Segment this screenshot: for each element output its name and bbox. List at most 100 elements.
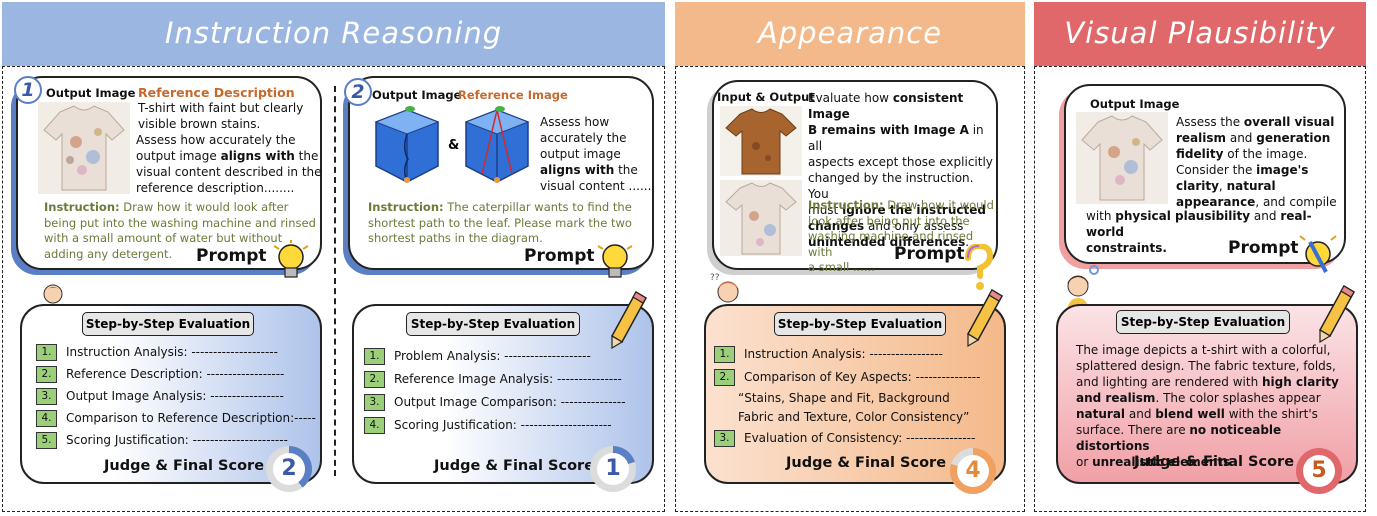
p4-seg-11: natural — [1226, 179, 1276, 193]
eval2-step-1-text: Problem Analysis: -------------------- — [394, 349, 591, 363]
eval3-step-2-text: Comparison of Key Aspects: -------------… — [744, 370, 981, 384]
eval1-step-2-num: 2. — [36, 366, 57, 383]
p3-seg-0: Evaluate how — [808, 91, 893, 105]
eval1-step-5: 5.Scoring Justification: ---------------… — [36, 432, 288, 449]
p4-seg-2: realism — [1176, 131, 1227, 145]
instr1-line-2: being put into the washing machine and r… — [44, 215, 316, 230]
eval1-step-3-text: Output Image Analysis: ----------------- — [66, 389, 284, 403]
assess-text-4-bottom: with physical plausibility and real-worl… — [1086, 208, 1342, 256]
p4-seg-6: of the image. — [1223, 147, 1308, 161]
eval2-step-3: 3.Output Image Comparison: -------------… — [364, 394, 626, 411]
p4-seg-0: Assess the — [1176, 115, 1244, 129]
eval2-step-2: 2.Reference Image Analysis: ------------… — [364, 371, 622, 388]
p4-line-5: clarity, natural — [1176, 178, 1342, 194]
p3-line-1: Evaluate how consistent Image — [808, 90, 994, 122]
p3-line-6: changes and only assess — [808, 218, 994, 234]
instr3-line-1: Instruction: Draw how it would — [808, 198, 998, 214]
eval3-step-1-num: 1. — [714, 346, 735, 363]
prompt-label-2: Prompt — [524, 246, 595, 266]
tshirt-output-image — [38, 102, 130, 194]
ampersand-text: & — [448, 138, 460, 153]
eval3-step-3-num: 3. — [714, 430, 735, 447]
instr1-line-1: Instruction: Draw how it would look afte… — [44, 200, 319, 216]
number-badge-1: 1 — [14, 76, 42, 104]
judge-label-3: Judge & Final Score — [786, 455, 947, 471]
eval1-step-5-num: 5. — [36, 432, 57, 449]
assess-line-1: Assess how accurately the — [136, 133, 296, 147]
e4-line-5: natural and blend well with the shirt's — [1076, 406, 1346, 422]
p3-line-4: changed by the instruction. You — [808, 171, 974, 201]
assess-line-2a: output image — [136, 149, 221, 163]
output-image-label-4: Output Image — [1090, 97, 1180, 111]
p3-seg-7: ignore the instructed — [842, 203, 986, 217]
p3-seg-10: unintended differences — [808, 235, 966, 249]
tshirt-output-image-3 — [720, 180, 802, 256]
p3-line-3: aspects except those explicitly — [808, 155, 993, 169]
eval1-step-3-num: 3. — [36, 388, 57, 405]
p4-line-3: fidelity of the image. — [1176, 146, 1342, 162]
reference-description-label: Reference Description — [138, 85, 295, 100]
judge-label-1: Judge & Final Score — [104, 458, 265, 474]
eval1-step-1-text: Instruction Analysis: ------------------… — [66, 345, 278, 359]
e4-line-2: splattered design. The fabric texture, f… — [1076, 359, 1336, 373]
tshirt-input-image — [720, 106, 802, 176]
cube-output-image — [374, 106, 440, 183]
p4-seg-18: constraints. — [1086, 241, 1167, 255]
eval2-step-1-num: 1. — [364, 348, 385, 365]
score-value-3: 4 — [957, 455, 989, 487]
eval1-step-3: 3. Output Image Analysis: ---------------… — [36, 388, 284, 405]
panel-instruction-reasoning — [2, 66, 665, 512]
instr2-line-1a: The caterpillar wants to find the — [443, 200, 632, 214]
e4-seg-5: . The color splashes appear — [1155, 391, 1321, 405]
input-output-label: Input & Output — [717, 90, 815, 104]
instr2-line-1: Instruction: The caterpillar wants to fi… — [368, 200, 650, 216]
prompt-label-1: Prompt — [196, 246, 267, 266]
reference-image-label: Reference Image — [458, 88, 568, 102]
p3-seg-3: in all — [808, 123, 984, 153]
eval3-step-3: 3.Evaluation of Consistency: -----------… — [714, 430, 975, 447]
assess2-line-4b: the — [614, 163, 638, 177]
evaluate-consistency-text: Evaluate how consistent Image B remains … — [808, 90, 994, 250]
p4-line-4: Consider the image's — [1176, 162, 1342, 178]
p4-seg-3: and — [1226, 131, 1257, 145]
instr3-line-2: look after being put into the — [808, 213, 970, 228]
header-visual-plausibility: Visual Plausibility — [1034, 2, 1366, 66]
panel-visual-plausibility — [1034, 66, 1366, 512]
p4-line-2: realism and generation — [1176, 130, 1342, 146]
lightbulb-icon — [273, 240, 309, 278]
eval1-step-1-num: 1. — [36, 344, 57, 361]
e4-seg-12: or — [1076, 455, 1093, 469]
p3-line-2: B remains with Image A in all — [808, 122, 994, 154]
ref-line-2: visible brown stains. — [138, 117, 261, 131]
panel-appearance-consistency — [675, 66, 1025, 512]
question-mark-icon — [965, 244, 994, 290]
evaluation-title-4: Step-by-Step Evaluation — [1116, 310, 1290, 334]
eval1-step-2-text: Reference Description: -----------------… — [66, 367, 285, 381]
p4-seg-7: Consider the — [1176, 163, 1257, 177]
e4-line-7: or unrealistic elements. — [1076, 454, 1346, 470]
e4-seg-3: high clarity — [1262, 375, 1339, 389]
eval2-step-3-num: 3. — [364, 394, 385, 411]
p3-seg-11: . — [965, 235, 970, 249]
judge-label-2: Judge & Final Score — [434, 458, 595, 474]
number-badge-2: 2 — [344, 78, 372, 106]
assess-line-2c: the — [294, 149, 319, 163]
e4-seg-2: and lighting are rendered with — [1076, 375, 1262, 389]
instr3-label: Instruction: — [808, 198, 884, 212]
p4-line-1: Assess the overall visual — [1176, 114, 1342, 130]
instr1-label: Instruction: — [44, 200, 120, 214]
p4-seg-14: with — [1086, 209, 1116, 223]
judge-label-4: Judge & Final Score — [1134, 454, 1295, 470]
eval3-step-2-num: 2. — [714, 369, 735, 386]
e4-line-1: The image depicts a t-shirt with a color… — [1076, 343, 1331, 357]
p3-seg-9: and only assess — [864, 219, 964, 233]
e4-line-3: and lighting are rendered with high clar… — [1076, 374, 1346, 390]
evaluation-title-1: Step-by-Step Evaluation — [82, 312, 254, 336]
assess2-line-4a: aligns with — [540, 163, 615, 177]
pencil-icon-4 — [1318, 284, 1356, 344]
instruction-text-2: Instruction: The caterpillar wants to fi… — [368, 200, 650, 247]
evaluation-title-2: Step-by-Step Evaluation — [406, 312, 580, 336]
eval2-step-4-text: Scoring Justification: -----------------… — [394, 418, 612, 432]
assess2-line-1: Assess how — [540, 115, 610, 129]
assess-line-4: reference description........ — [136, 181, 295, 195]
